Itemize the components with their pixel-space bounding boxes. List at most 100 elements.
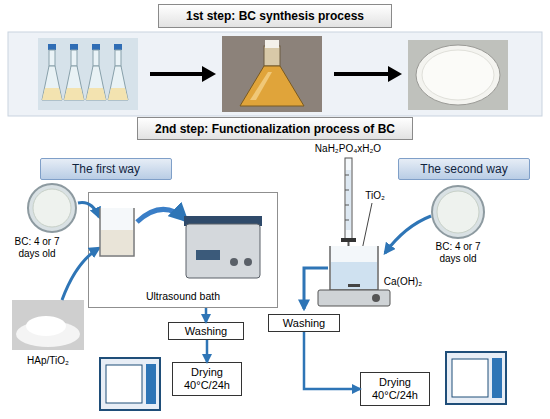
magnetic-stirrer	[318, 290, 390, 306]
drying-oven	[146, 364, 156, 404]
flow-connector	[206, 340, 209, 362]
burette	[345, 175, 349, 176]
process-box: Washing	[268, 314, 340, 332]
magnetic-stirrer	[372, 294, 380, 302]
burette	[341, 158, 356, 250]
ultrasound-panel: Ultrasound bath	[88, 192, 278, 308]
burette	[341, 238, 356, 242]
step-header: 2nd step: Functionalization process of B…	[137, 117, 413, 140]
flasks-photo	[64, 88, 84, 100]
node-text: 1st step: BC synthesis process	[186, 9, 364, 23]
process-arrow	[150, 72, 203, 76]
process-box: Drying 40°C/24h	[360, 372, 430, 406]
node-text: Washing	[185, 325, 227, 338]
flasks-photo	[86, 66, 106, 100]
flasks-photo	[86, 88, 106, 100]
powder-photo	[16, 321, 80, 347]
drying-oven	[446, 352, 506, 404]
flow-connector	[205, 308, 208, 322]
process-box: Drying 40°C/24h	[172, 362, 242, 396]
node-text: Ultrasound bath	[89, 290, 277, 302]
bc-membrane-photo	[422, 50, 494, 100]
reaction-beaker	[330, 246, 378, 290]
petri-dish	[432, 186, 484, 238]
burette	[345, 158, 352, 240]
reaction-beaker	[330, 246, 378, 290]
burette	[346, 170, 351, 230]
reagent-label: TiO₂	[358, 190, 392, 202]
process-arrow	[334, 66, 402, 82]
flow-arrow	[385, 216, 431, 253]
flow-connector	[304, 332, 360, 389]
flasks-photo	[38, 38, 138, 110]
flasks-photo	[42, 66, 62, 100]
process-arrow	[202, 66, 216, 82]
reagent-label: Ca(OH)₂	[380, 276, 426, 288]
photo-strip	[8, 32, 542, 116]
petri-dish	[28, 184, 76, 232]
process-arrow	[388, 66, 402, 82]
flow-arrow	[304, 268, 328, 309]
node-text: Drying 40°C/24h	[363, 376, 427, 402]
flasks-photo	[114, 44, 122, 50]
flasks-photo	[93, 50, 99, 66]
drying-oven	[446, 352, 506, 404]
magnetic-stirrer	[318, 290, 390, 306]
flasks-photo	[42, 88, 62, 100]
burette	[345, 190, 349, 191]
node-text: The second way	[420, 162, 507, 176]
flasks-photo	[108, 66, 128, 100]
sample-label: BC: 4 or 7 days old	[429, 241, 487, 265]
flasks-photo	[49, 50, 55, 66]
material-label: HAp/TiO₂	[10, 355, 86, 367]
flasks-photo	[64, 66, 84, 100]
powder-photo	[12, 300, 84, 350]
drying-oven	[106, 365, 142, 403]
drying-oven	[100, 358, 160, 410]
powder-photo	[26, 316, 66, 336]
bc-membrane-photo	[416, 45, 500, 105]
leader-line	[362, 203, 372, 250]
bc-membrane-photo	[408, 40, 508, 110]
node-text: The first way	[72, 162, 140, 176]
reaction-beaker	[331, 262, 377, 289]
petri-dish	[437, 191, 479, 233]
flasks-photo	[115, 50, 121, 66]
flasks-photo	[92, 44, 100, 50]
culture-flask-photo	[250, 72, 272, 100]
burette	[348, 242, 350, 250]
bc-membrane-photo	[408, 40, 508, 110]
burette	[345, 220, 349, 221]
node-text: 2nd step: Functionalization process of B…	[155, 122, 395, 136]
drying-oven	[100, 358, 160, 410]
flasks-photo	[108, 88, 128, 100]
culture-flask-photo	[264, 46, 280, 66]
process-arrow	[150, 66, 216, 82]
step-header: 1st step: BC synthesis process	[158, 4, 392, 28]
powder-photo	[12, 300, 84, 350]
culture-flask-photo	[222, 36, 322, 112]
route-header: The second way	[398, 158, 530, 180]
burette	[345, 205, 349, 206]
sample-label: BC: 4 or 7 days old	[8, 236, 66, 260]
culture-flask-photo	[240, 66, 304, 106]
culture-flask-photo	[222, 36, 322, 112]
petri-dish	[28, 184, 76, 232]
flasks-photo	[38, 38, 138, 110]
node-text: Washing	[283, 317, 325, 330]
drying-oven	[492, 358, 502, 398]
culture-flask-photo	[265, 40, 279, 48]
flasks-photo	[70, 44, 78, 50]
reagent-label: NaH₂PO₄xH₂O	[293, 143, 403, 155]
flasks-photo	[71, 50, 77, 66]
petri-dish	[432, 186, 484, 238]
route-header: The first way	[40, 158, 172, 180]
reaction-beaker	[348, 284, 360, 287]
process-box: Washing	[168, 322, 244, 340]
process-arrow	[334, 72, 389, 76]
drying-oven	[452, 359, 488, 397]
petri-dish	[33, 189, 71, 227]
flasks-photo	[48, 44, 56, 50]
node-text: Drying 40°C/24h	[175, 366, 239, 392]
